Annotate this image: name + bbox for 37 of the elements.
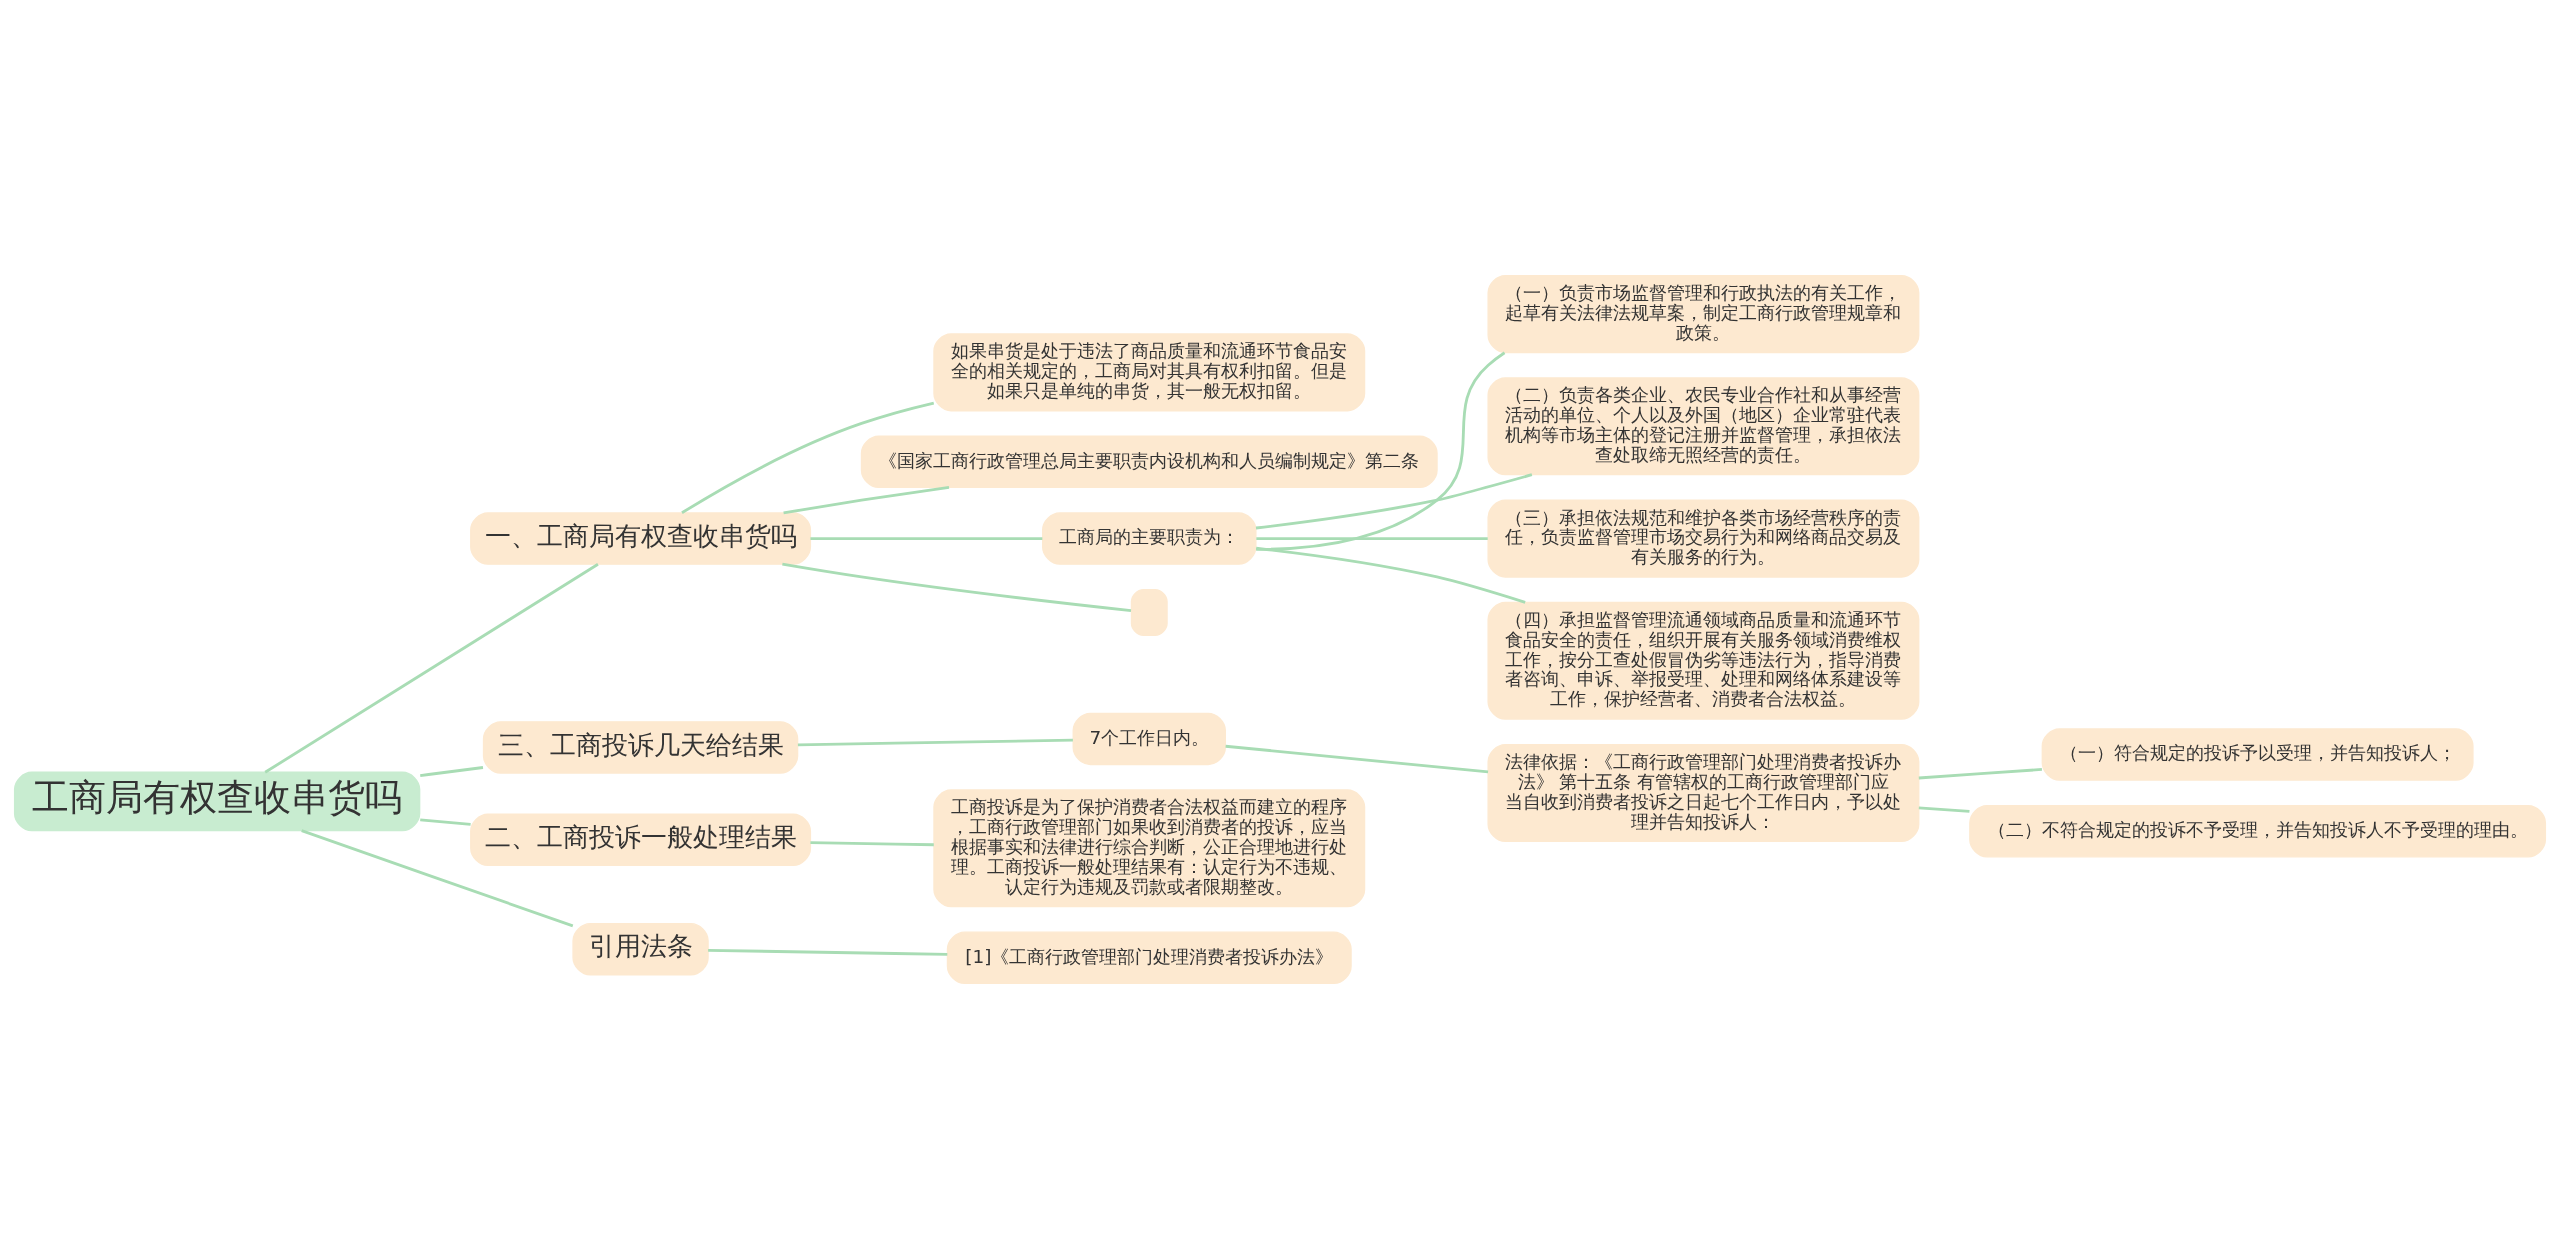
node-box: （二）不符合规定的投诉不予受理，并告知投诉人不予受理的理由。	[1969, 804, 2547, 858]
connector	[810, 536, 1043, 540]
node-box: 一、工商局有权查收串货吗	[470, 511, 812, 565]
connector	[420, 765, 484, 777]
connector	[1256, 536, 1488, 540]
connector	[1918, 805, 1970, 813]
node-box: （一）符合规定的投诉予以受理，并告知投诉人；	[2041, 727, 2474, 781]
connector	[301, 828, 574, 927]
connector	[1918, 767, 2042, 779]
connector	[420, 817, 471, 826]
connector	[783, 485, 950, 514]
node-box: （一）负责市场监督管理和行政执法的有关工作，起草有关法律法规草案，制定工商行政管理规章和政策。	[1487, 274, 1920, 353]
connector	[797, 738, 1073, 746]
node-box: （四）承担监督管理流通领域商品质量和流通环节食品安全的责任，组织开展有关服务领域消费维权工作，按分工查处假冒伪劣等违法行为，指导消费者咨询、申诉、举报受理、处理和网络体系建设等工作，保护经营者、消费者合法权益。	[1487, 601, 1920, 720]
connector	[1256, 351, 1506, 551]
node-box: 三、工商投诉几天给结果	[482, 720, 799, 774]
node-box: 工商局有权查收串货吗	[13, 771, 421, 831]
connector	[708, 948, 948, 956]
connector	[1225, 744, 1489, 773]
node-box	[1130, 588, 1168, 636]
connector	[1255, 472, 1533, 529]
node-box: 如果串货是处于违法了商品质量和流通环节食品安全的相关规定的，工商局对其具有权利扣留。但是如果只是单纯的串货，其一般无权扣留。	[933, 332, 1366, 411]
connector	[1256, 546, 1526, 604]
node-box: 法律依据：《工商行政管理部门处理消费者投诉办法》 第十五条 有管辖权的工商行政管理部门应当自收到消费者投诉之日起七个工作日内，予以处理并告知投诉人：	[1487, 743, 1920, 842]
node-box: 引用法条	[572, 922, 709, 975]
node-box: [1]《工商行政管理部门处理消费者投诉办法》	[946, 930, 1352, 984]
connector	[782, 562, 1132, 612]
connector	[681, 401, 935, 514]
connector	[264, 562, 599, 773]
node-box: 工商投诉是为了保护消费者合法权益而建立的程序，工商行政管理部门如果收到消费者的投诉，应当根据事实和法律进行综合判断，公正合理地进行处理。工商投诉一般处理结果有：认定行为不违规、认定行为违规及罚款或者限期整改。	[933, 788, 1366, 907]
node-box: 工商局的主要职责为：	[1042, 511, 1257, 565]
node-box: （二）负责各类企业、农民专业合作社和从事经营活动的单位、个人以及外国（地区）企业常驻代表机构等市场主体的登记注册并监督管理，承担依法查处取缔无照经营的责任。	[1487, 376, 1920, 475]
connector	[810, 840, 934, 846]
node-box: 《国家工商行政管理总局主要职责内设机构和人员编制规定》第二条	[860, 435, 1438, 488]
node-box: （三）承担依法规范和维护各类市场经营秩序的责任，负责监督管理市场交易行为和网络商品交易及有关服务的行为。	[1487, 499, 1920, 578]
node-box: 二、工商投诉一般处理结果	[470, 813, 812, 866]
node-box: 7个工作日内。	[1072, 712, 1226, 765]
